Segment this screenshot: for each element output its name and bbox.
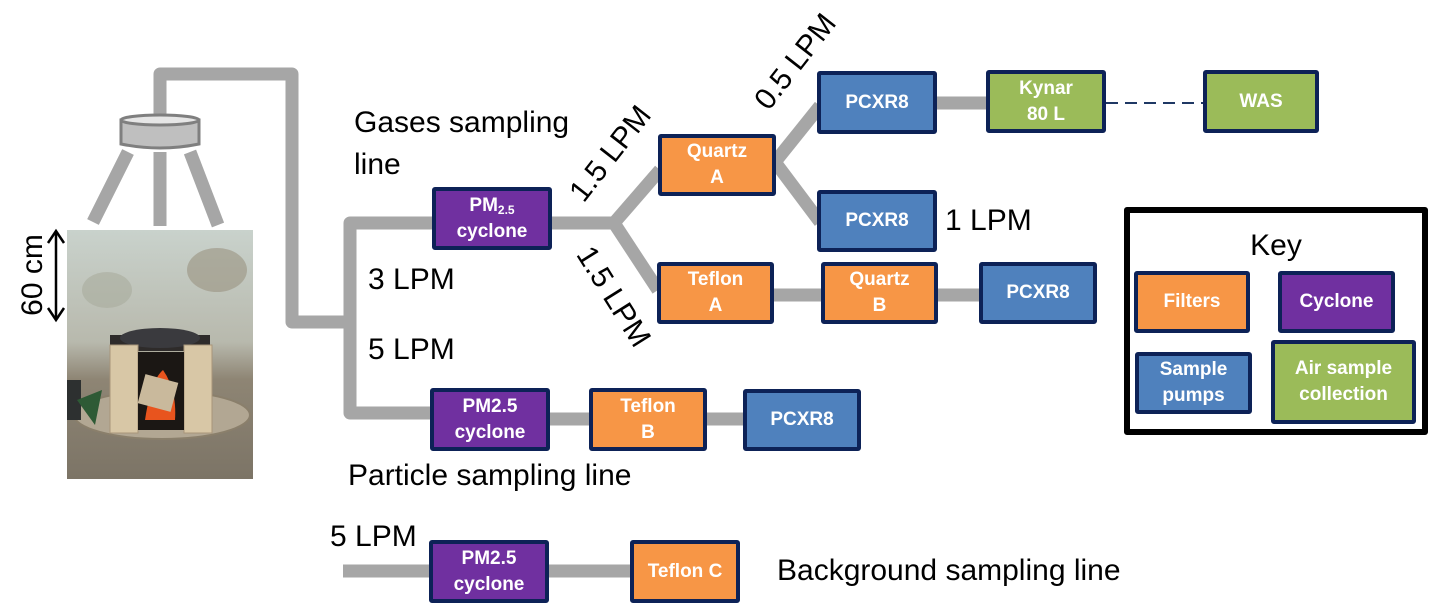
- teflon-c-box[interactable]: Teflon C: [630, 540, 740, 603]
- particle-cyclone-label-1: PM2.5: [462, 395, 518, 417]
- key-collection-label-1: Air sample: [1294, 358, 1393, 379]
- pipe-split-upper: [609, 165, 665, 228]
- quartz-b-box[interactable]: Quartz B: [821, 262, 938, 324]
- pipe-quartzA-upper: [769, 101, 826, 167]
- pipe-quartzA-lower: [769, 158, 826, 226]
- key-item-sample-pumps: Sample pumps: [1135, 352, 1252, 414]
- quartz-a-box[interactable]: Quartz A: [658, 134, 776, 196]
- pipe-hood-riser: [153, 67, 350, 329]
- gases-cyclone-label-2: cyclone: [456, 220, 528, 242]
- key-item-air-sample-collection: Air sample collection: [1271, 340, 1416, 424]
- gases-line-title-1: Gases sampling line: [354, 102, 604, 186]
- pipe-manifold: [343, 216, 438, 420]
- background-flow-label: 5 LPM: [330, 520, 417, 553]
- background-cyclone-label-2: cyclone: [453, 573, 525, 595]
- height-arrow-icon: [46, 228, 66, 323]
- teflon-b-box[interactable]: Teflon B: [589, 388, 707, 451]
- particle-pump-box[interactable]: PCXR8: [743, 389, 861, 451]
- was-label: WAS: [1239, 90, 1283, 112]
- quartz-a-label-2: A: [710, 167, 724, 188]
- key-filters-label: Filters: [1163, 291, 1221, 312]
- cookstove-photo: [67, 230, 253, 479]
- particle-flow-label: 5 LPM: [368, 333, 455, 366]
- pump-upper-box[interactable]: PCXR8: [817, 71, 937, 134]
- gases-flow-label: 3 LPM: [368, 263, 455, 296]
- pump-upper-label: PCXR8: [845, 91, 909, 113]
- teflon-c-label: Teflon C: [647, 560, 723, 582]
- pump-teflon-box[interactable]: PCXR8: [979, 262, 1097, 324]
- background-cyclone-box[interactable]: PM2.5 cyclone: [429, 540, 549, 603]
- kynar-box[interactable]: Kynar 80 L: [986, 70, 1106, 133]
- sampling-hood-icon: [87, 113, 225, 228]
- teflon-b-label-2: B: [641, 421, 655, 443]
- teflon-a-label-1: Teflon: [687, 269, 744, 290]
- particle-cyclone-label-2: cyclone: [454, 421, 526, 443]
- gases-line-title: Gases sampling line: [354, 106, 570, 181]
- pump-lower-label: PCXR8: [845, 210, 909, 231]
- height-label: 60 cm: [15, 234, 49, 316]
- background-line-title: Background sampling line: [777, 554, 1121, 587]
- teflon-a-box[interactable]: Teflon A: [657, 262, 774, 324]
- gases-cyclone-box[interactable]: PM2.5 cyclone: [432, 187, 552, 250]
- particle-pump-label: PCXR8: [770, 409, 834, 430]
- key-item-cyclone: Cyclone: [1278, 271, 1395, 333]
- quartz-b-label-1: Quartz: [849, 269, 910, 290]
- particle-line-title: Particle sampling line: [348, 459, 632, 492]
- quartzA-lower-flow-label: 1 LPM: [945, 204, 1032, 237]
- key-pumps-label-2: pumps: [1162, 385, 1225, 406]
- background-cyclone-label-1: PM2.5: [461, 547, 517, 569]
- teflon-b-label-1: Teflon: [620, 395, 676, 417]
- was-box[interactable]: WAS: [1203, 70, 1319, 133]
- gases-cyclone-label: PM2.5: [469, 194, 515, 217]
- quartz-b-label-2: B: [872, 295, 887, 316]
- kynar-label-1: Kynar: [1019, 77, 1073, 99]
- key-item-filters: Filters: [1134, 271, 1250, 333]
- key-title: Key: [1250, 229, 1302, 262]
- quartz-a-label-1: Quartz: [686, 141, 748, 162]
- key-legend: Key Filters Cyclone Sample pumps Air sam…: [1124, 207, 1428, 435]
- key-pumps-label-1: Sample: [1159, 359, 1228, 380]
- key-collection-label-2: collection: [1299, 384, 1388, 405]
- kynar-label-2: 80 L: [1026, 103, 1065, 125]
- teflon-a-label-2: A: [708, 295, 723, 316]
- pipe-split-lower: [608, 219, 664, 294]
- pump-lower-box[interactable]: PCXR8: [817, 190, 937, 252]
- pump-teflon-label: PCXR8: [1006, 282, 1070, 303]
- key-cyclone-label: Cyclone: [1299, 291, 1374, 312]
- particle-cyclone-box[interactable]: PM2.5 cyclone: [430, 388, 550, 451]
